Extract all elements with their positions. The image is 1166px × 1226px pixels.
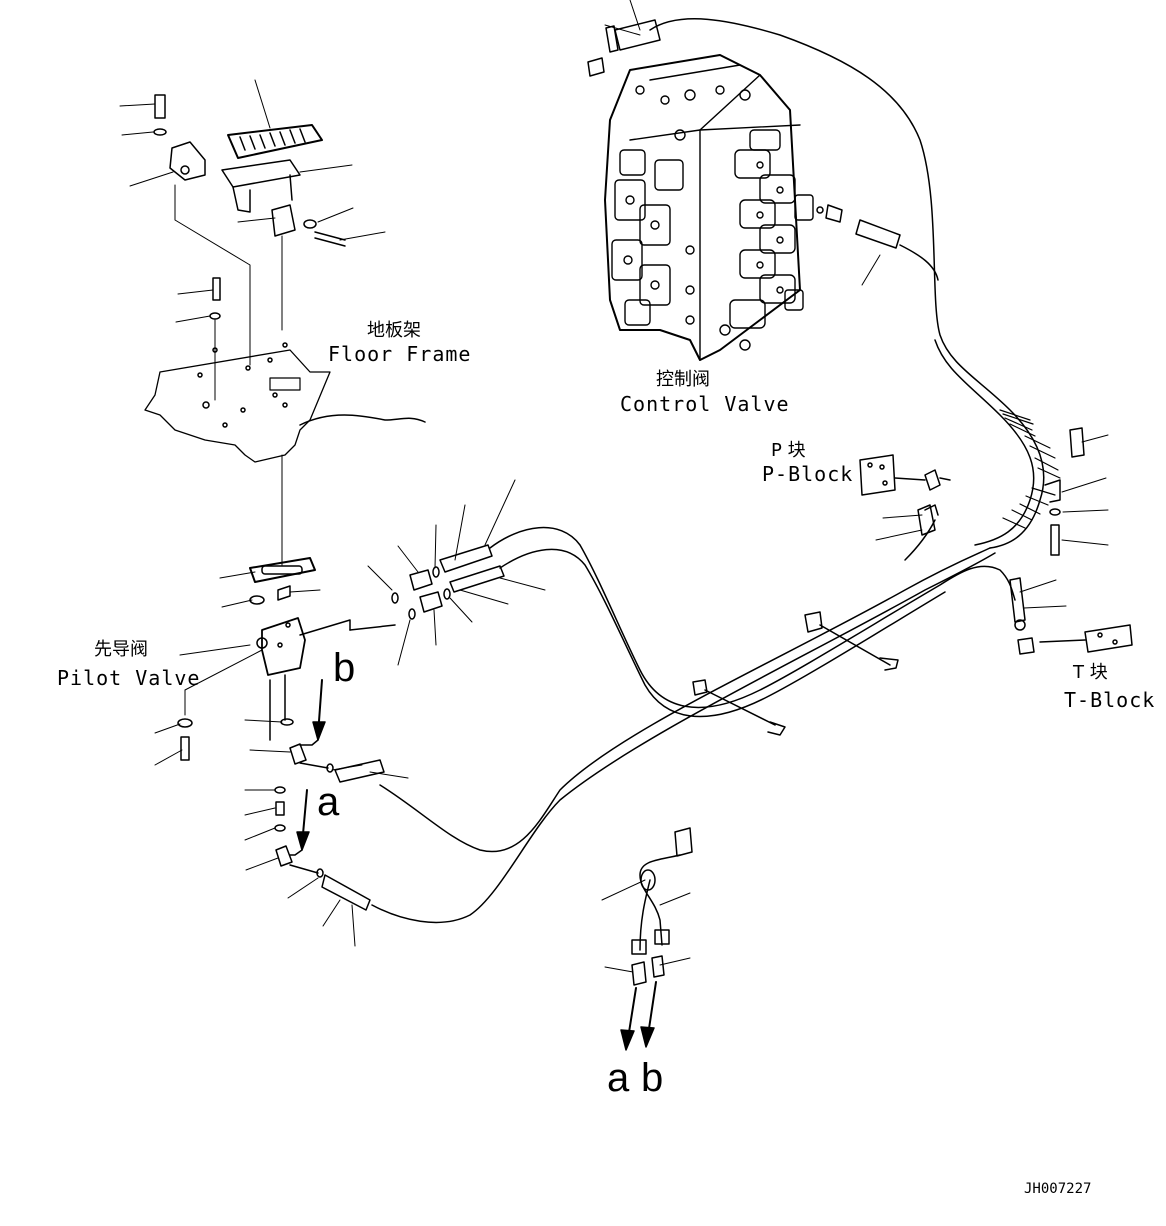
drawing-code: JH007227 (1024, 1181, 1092, 1197)
port-a-label: a (317, 780, 340, 824)
leader-lines-right (605, 0, 1108, 608)
control-valve-label-zh: 控制阀 (656, 369, 710, 390)
t-block (1010, 578, 1132, 654)
hose-clamps (693, 612, 898, 735)
control-valve-label-en: Control Valve (620, 392, 790, 416)
control-valve-fittings (588, 20, 900, 248)
leader-lines-pilot (155, 480, 545, 946)
port-arrows (290, 680, 325, 855)
floor-frame (145, 343, 425, 462)
p-block-label-en: P-Block (762, 462, 854, 486)
pilot-valve-label-en: Pilot Valve (57, 666, 201, 690)
wiring-harness (602, 828, 692, 1050)
link-lines (175, 185, 282, 565)
port-b-label: b (333, 646, 356, 690)
spiral-guard (1000, 410, 1060, 528)
bottom-a-label: a (607, 1056, 630, 1100)
pilot-fittings (275, 545, 504, 910)
floor-frame-label-en: Floor Frame (328, 342, 472, 366)
t-block-label-zh: T 块 (1073, 662, 1108, 683)
floor-frame-label-zh: 地板架 (367, 320, 421, 341)
leader-lines-floor (120, 80, 385, 322)
pilot-valve-label-zh: 先导阀 (94, 639, 148, 660)
right-bracket-parts (1045, 428, 1084, 555)
t-block-label-en: T-Block (1064, 688, 1156, 712)
bottom-b-label: b (641, 1056, 664, 1100)
hoses (372, 19, 1044, 923)
p-block-label-zh: P 块 (771, 440, 806, 461)
control-valve (605, 55, 813, 360)
p-block (860, 455, 950, 535)
pedal-assembly (154, 95, 345, 319)
pilot-valve (178, 558, 395, 760)
